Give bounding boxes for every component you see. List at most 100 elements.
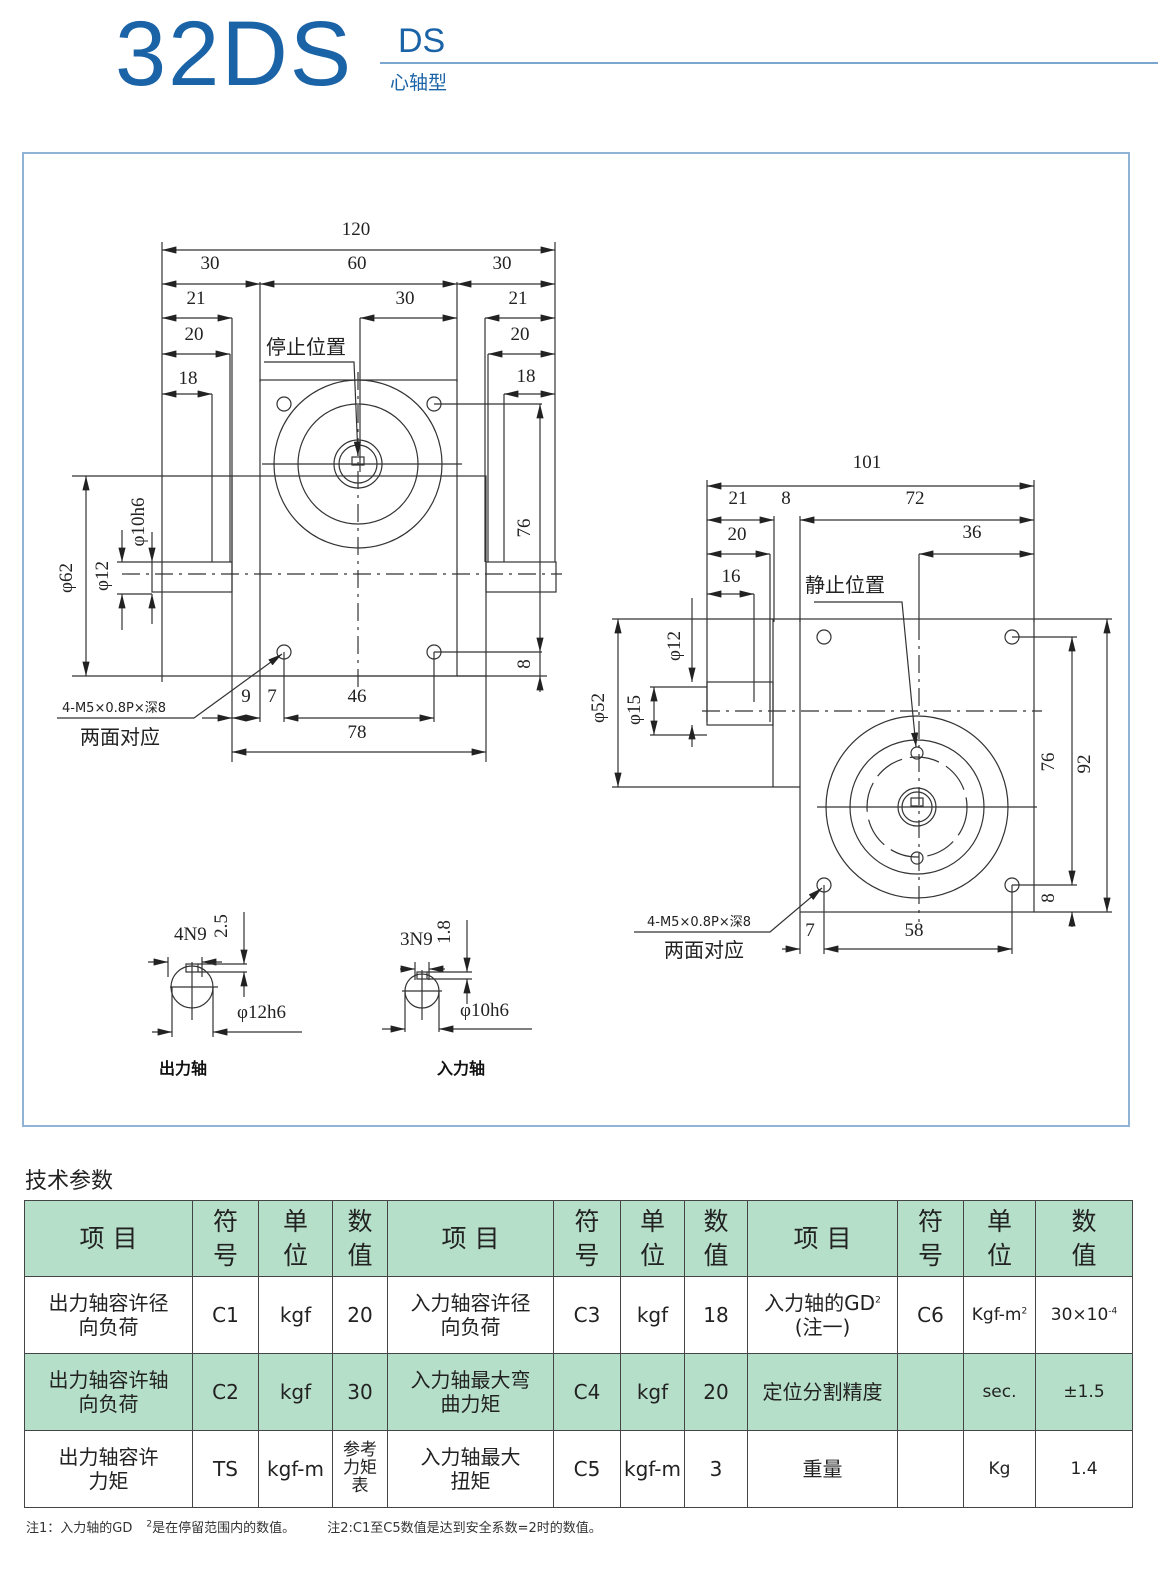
- cell-unit: kgf-m: [620, 1430, 685, 1508]
- cell-item: 出力轴容许力矩: [24, 1430, 193, 1508]
- spec-table: 项 目 符号 单位 数值 项 目 符号 单位 数值 项 目 符号 单位 数值 出…: [24, 1200, 1133, 1508]
- cell-item: 入力轴容许径向负荷: [387, 1276, 554, 1354]
- cell-value: 30: [332, 1353, 388, 1431]
- series-label: DS: [398, 22, 446, 60]
- cell-item: 入力轴最大扭矩: [387, 1430, 554, 1508]
- cell-unit: kgf: [258, 1276, 333, 1354]
- header-value: 数值: [1035, 1200, 1133, 1277]
- note-2: 注2:C1至C5数值是达到安全系数=2时的数值。: [327, 1521, 602, 1536]
- output-key-depth: 2.5: [211, 914, 232, 938]
- technical-drawing: 120 30 60 30 21 30 21 20 20 18 18 停止位置 φ…: [22, 152, 1130, 1127]
- input-shaft-dia: φ10h6: [460, 1000, 509, 1021]
- cell-symbol: C2: [192, 1353, 259, 1431]
- header-symbol: 符号: [192, 1200, 259, 1277]
- cell-symbol: C6: [897, 1276, 964, 1354]
- cell-value: 30×10-4: [1035, 1276, 1133, 1354]
- header-rule: [380, 62, 1158, 64]
- cell-unit: kgf: [620, 1353, 685, 1431]
- front-view-labels: 120 30 60 30 21 30 21 20 20 18 18 停止位置 φ…: [56, 219, 536, 749]
- table-header-row: 项 目 符号 单位 数值 项 目 符号 单位 数值 项 目 符号 单位 数值: [24, 1200, 1133, 1277]
- header-item: 项 目: [387, 1200, 554, 1277]
- dim-21: 21: [729, 488, 748, 509]
- cell-value: 20: [332, 1276, 388, 1354]
- output-key-label: 4N9: [174, 924, 207, 945]
- cell-symbol: C1: [192, 1276, 259, 1354]
- hole-note-side: 4-M5×0.8P×深8: [647, 915, 751, 930]
- dim-18b: 18: [517, 366, 536, 387]
- dim-20: 20: [728, 524, 747, 545]
- cell-value: 1.4: [1035, 1430, 1133, 1508]
- cell-value: 参考力矩表: [332, 1430, 388, 1508]
- cell-unit: kgf: [620, 1276, 685, 1354]
- header-value: 数值: [684, 1200, 748, 1277]
- input-shaft-caption: 入力轴: [437, 1059, 485, 1078]
- cell-unit: kgf: [258, 1353, 333, 1431]
- cell-value: 20: [684, 1353, 748, 1431]
- table-row: 出力轴容许径向负荷 C1 kgf 20 入力轴容许径向负荷 C3 kgf 18 …: [24, 1276, 1133, 1354]
- dim-9: 9: [241, 686, 251, 707]
- dim-60: 60: [348, 253, 367, 274]
- cell-symbol: [897, 1353, 964, 1431]
- hole-note-both-sides-side: 两面对应: [664, 938, 744, 962]
- header-item: 项 目: [24, 1200, 193, 1277]
- dim-92: 92: [1074, 755, 1095, 774]
- header-unit: 单位: [963, 1200, 1036, 1277]
- dim-7-side: 7: [805, 920, 815, 941]
- rest-position-label: 静止位置: [805, 573, 885, 597]
- dim-76-side: 76: [1038, 753, 1059, 772]
- dim-phi10h6: φ10h6: [128, 498, 149, 547]
- dim-78: 78: [348, 722, 367, 743]
- dim-phi12-side: φ12: [664, 631, 685, 661]
- cell-unit: Kg: [963, 1430, 1036, 1508]
- stop-position-label: 停止位置: [266, 335, 346, 359]
- cell-unit: sec.: [963, 1353, 1036, 1431]
- dim-phi52: φ52: [588, 693, 609, 723]
- dim-30c: 30: [396, 288, 415, 309]
- header-item: 项 目: [747, 1200, 898, 1277]
- dim-20b: 20: [511, 324, 530, 345]
- cell-unit: Kgf-m2: [963, 1276, 1036, 1354]
- cell-item: 定位分割精度: [747, 1353, 898, 1431]
- cell-symbol: TS: [192, 1430, 259, 1508]
- table-row: 出力轴容许力矩 TS kgf-m 参考力矩表 入力轴最大扭矩 C5 kgf-m …: [24, 1430, 1133, 1508]
- cell-symbol: [897, 1430, 964, 1508]
- cell-item: 出力轴容许轴向负荷: [24, 1353, 193, 1431]
- dim-30a: 30: [201, 253, 220, 274]
- cell-value: 18: [684, 1276, 748, 1354]
- hole-note: 4-M5×0.8P×深8: [62, 701, 166, 716]
- dim-101: 101: [853, 452, 882, 473]
- dim-7: 7: [267, 686, 277, 707]
- dim-76: 76: [514, 519, 535, 538]
- cell-item: 入力轴最大弯曲力矩: [387, 1353, 554, 1431]
- model-title: 32DS: [115, 3, 354, 105]
- header-unit: 单位: [620, 1200, 685, 1277]
- cell-symbol: C4: [553, 1353, 621, 1431]
- hole-note-both-sides: 两面对应: [80, 725, 160, 749]
- dim-30b: 30: [493, 253, 512, 274]
- output-shaft-dia: φ12h6: [237, 1002, 286, 1023]
- dim-36: 36: [963, 522, 982, 543]
- dim-18a: 18: [179, 368, 198, 389]
- dim-72: 72: [906, 488, 925, 509]
- specs-title: 技术参数: [25, 1169, 114, 1194]
- cell-value: ±1.5: [1035, 1353, 1133, 1431]
- header-symbol: 符号: [897, 1200, 964, 1277]
- side-view-labels: 101 21 8 72 20 36 16 静止位置 φ52 φ15 φ12 76…: [588, 452, 1095, 962]
- header-value: 数值: [332, 1200, 388, 1277]
- dim-8: 8: [514, 659, 535, 669]
- cell-value: 3: [684, 1430, 748, 1508]
- side-view: [612, 480, 1112, 954]
- dim-phi62: φ62: [56, 563, 77, 593]
- dim-8-side: 8: [1038, 893, 1059, 903]
- shaft-labels: 4N9 2.5 φ12h6 出力轴 3N9 1.8 φ10h6 入力轴: [159, 914, 509, 1078]
- cell-unit: kgf-m: [258, 1430, 333, 1508]
- header-unit: 单位: [258, 1200, 333, 1277]
- input-key-label: 3N9: [400, 929, 433, 950]
- dim-phi12: φ12: [92, 561, 113, 591]
- dim-8-top: 8: [781, 488, 791, 509]
- cell-item: 重量: [747, 1430, 898, 1508]
- cell-item: 入力轴的GD2(注一): [747, 1276, 898, 1354]
